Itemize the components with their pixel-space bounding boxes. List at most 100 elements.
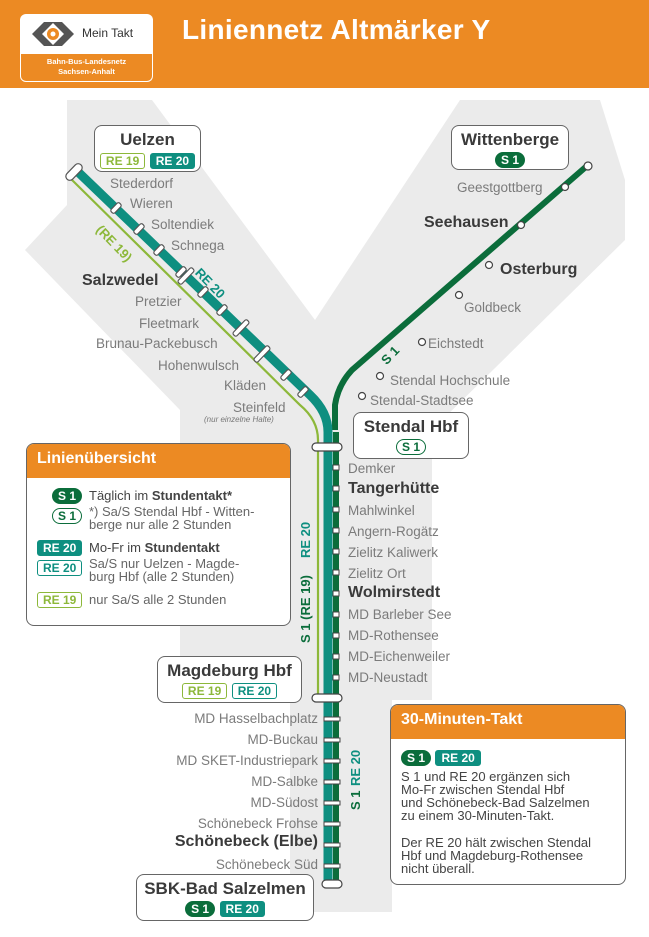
station-goldbeck: Goldbeck — [464, 300, 522, 315]
station-eichstedt: Eichstedt — [428, 336, 484, 351]
takt-title: 30-Minuten-Takt — [391, 705, 625, 739]
terminal-uelzen-name: Uelzen — [120, 130, 175, 149]
trunk-ticks — [323, 464, 341, 869]
station-geestgottberg: Geestgottberg — [457, 180, 543, 195]
header-bar: Mein Takt Bahn-Bus-Landesnetz Sachsen-An… — [0, 0, 649, 88]
overview-s1-note: *) Sa/S Stendal Hbf - Witten- berge nur … — [89, 505, 254, 531]
terminal-stendal-name: Stendal Hbf — [363, 417, 459, 436]
station-stederdorf: Stederdorf — [110, 176, 174, 191]
badge-s1: S 1 — [185, 900, 216, 917]
steinfeld-note: (nur einzelne Halte) — [204, 415, 274, 424]
badge-s1: S 1 — [401, 749, 432, 766]
station-schnega: Schnega — [171, 238, 225, 253]
overview-re19-text: nur Sa/S alle 2 Stunden — [89, 592, 227, 607]
badge-re20: RE 20 — [219, 900, 265, 917]
overview-s1-note-1: *) Sa/S Stendal Hbf - Witten- — [89, 504, 255, 519]
east-stop-markers — [357, 161, 593, 401]
overview-re20-text-a: Mo-Fr im — [89, 540, 145, 555]
station-wieren: Wieren — [130, 196, 173, 211]
station-md-rothensee: MD-Rothensee — [348, 628, 439, 643]
re20-line-north-west — [72, 166, 333, 700]
station-md-neustadt: MD-Neustadt — [348, 670, 428, 685]
takt-paragraph-1: S 1 und RE 20 ergänzen sich Mo-Fr zwisch… — [401, 770, 590, 822]
overview-re20-text-b: Stundentakt — [144, 540, 220, 555]
line-overview-title: Linienübersicht — [27, 444, 290, 478]
station-md-barleber-see: MD Barleber See — [348, 607, 452, 622]
station-seehausen: Seehausen — [424, 214, 509, 231]
station-md-salbke: MD-Salbke — [251, 774, 318, 789]
page-title: Liniennetz Altmärker Y — [182, 14, 491, 45]
takt-p1-line-3: und Schönebeck-Bad Salzelmen — [401, 795, 590, 810]
station-md-suedost: MD-Südost — [250, 795, 318, 810]
trunk-stop-markers — [311, 442, 343, 889]
badge-s1: S 1 — [52, 488, 83, 504]
overview-s1-text-b: Stundentakt* — [151, 488, 233, 503]
logo-sub-2: Sachsen-Anhalt — [58, 67, 115, 76]
station-tangerhuette: Tangerhütte — [348, 480, 440, 497]
badge-re19: RE 19 — [181, 682, 228, 699]
station-brunau-packebusch: Brunau-Packebusch — [96, 336, 218, 351]
takt-panel: 30-Minuten-Takt S 1 RE 20 S 1 und RE 20 … — [390, 704, 626, 885]
station-angern-rogaetz: Angern-Rogätz — [348, 524, 439, 539]
mein-takt-logo: Mein Takt Bahn-Bus-Landesnetz Sachsen-An… — [20, 14, 153, 82]
station-hohenwulsch: Hohenwulsch — [158, 358, 240, 373]
terminal-wittenberge: Wittenberge S 1 — [451, 125, 569, 170]
station-stendal-hochschule: Stendal Hochschule — [390, 373, 511, 388]
takt-p1-line-2: Mo-Fr zwischen Stendal Hbf — [401, 782, 565, 797]
takt-p1-line-1: S 1 und RE 20 ergänzen sich — [401, 769, 571, 784]
label-s1-vertical: S 1 — [348, 790, 363, 810]
overview-re20-text: Mo-Fr im Stundentakt — [89, 541, 220, 554]
badge-re19: RE 19 — [99, 152, 146, 169]
station-md-buckau: MD-Buckau — [247, 732, 318, 747]
station-klaeden: Kläden — [224, 378, 267, 393]
station-pretzier: Pretzier — [135, 294, 182, 309]
badge-re20: RE 20 — [37, 540, 83, 556]
station-schoenebeck-frohse: Schönebeck Frohse — [197, 816, 318, 831]
station-demker: Demker — [348, 461, 396, 476]
station-md-sket-industriepark: MD SKET-Industriepark — [176, 753, 318, 768]
overview-s1-text-a: Täglich im — [89, 488, 152, 503]
west-stop-markers — [65, 163, 309, 398]
terminal-sbk-bad-salzelmen: SBK-Bad Salzelmen S 1 RE 20 — [136, 874, 314, 921]
badge-s1: S 1 — [494, 151, 525, 168]
line-overview-panel: Linienübersicht S 1 Täglich im Stundenta… — [26, 443, 291, 626]
station-schoenebeck-elbe: Schönebeck (Elbe) — [174, 833, 318, 850]
terminal-salzelmen-name: SBK-Bad Salzelmen — [144, 879, 306, 898]
terminal-magdeburg-name: Magdeburg Hbf — [167, 661, 292, 680]
re19-line — [69, 177, 320, 700]
badge-re20-outline: RE 20 — [231, 682, 278, 699]
overview-re20-note: Sa/S nur Uelzen - Magde- burg Hbf (alle … — [89, 557, 239, 583]
station-zielitz-ort: Zielitz Ort — [348, 566, 406, 581]
label-s1-re19-vertical: S 1 (RE 19) — [298, 575, 313, 643]
station-fleetmark: Fleetmark — [139, 316, 200, 331]
badge-re20-outline: RE 20 — [37, 560, 83, 576]
station-salzwedel: Salzwedel — [82, 272, 159, 289]
overview-re20-note-2: burg Hbf (alle 2 Stunden) — [89, 569, 235, 584]
s1-line-north-east — [332, 162, 590, 430]
logo-name: Mein Takt — [82, 26, 134, 40]
station-schoenebeck-sued: Schönebeck Süd — [215, 857, 318, 872]
station-zielitz-kaliwerk: Zielitz Kaliwerk — [348, 545, 439, 560]
mein-takt-logo-icon — [32, 22, 74, 46]
station-mahlwinkel: Mahlwinkel — [348, 503, 415, 518]
badge-re20: RE 20 — [149, 152, 196, 169]
label-re20-vertical-1: RE 20 — [298, 521, 313, 558]
label-re20-vertical-2: RE 20 — [348, 749, 363, 786]
station-soltendiek: Soltendiek — [151, 217, 215, 232]
terminal-uelzen: Uelzen RE 19 RE 20 — [94, 125, 201, 172]
station-steinfeld: Steinfeld — [233, 400, 286, 415]
logo-sub-1: Bahn-Bus-Landesnetz — [46, 57, 127, 66]
takt-p2-line-2: Hbf und Magdeburg-Rothensee — [401, 848, 584, 863]
badge-s1-outline: S 1 — [52, 508, 83, 524]
overview-s1-note-2: berge nur alle 2 Stunden — [89, 517, 232, 532]
overview-s1-text: Täglich im Stundentakt* — [89, 489, 232, 502]
terminal-magdeburg-hbf: Magdeburg Hbf RE 19 RE 20 — [157, 656, 302, 703]
station-md-hasselbachplatz: MD Hasselbachplatz — [194, 711, 318, 726]
logo-subtitle: Bahn-Bus-Landesnetz Sachsen-Anhalt — [20, 54, 153, 82]
station-stendal-stadtsee: Stendal-Stadtsee — [370, 393, 474, 408]
badge-s1-outline: S 1 — [395, 438, 426, 455]
terminal-stendal-hbf: Stendal Hbf S 1 — [353, 412, 469, 459]
badge-re19: RE 19 — [37, 592, 83, 608]
takt-paragraph-2: Der RE 20 hält zwischen Stendal Hbf und … — [401, 836, 591, 875]
